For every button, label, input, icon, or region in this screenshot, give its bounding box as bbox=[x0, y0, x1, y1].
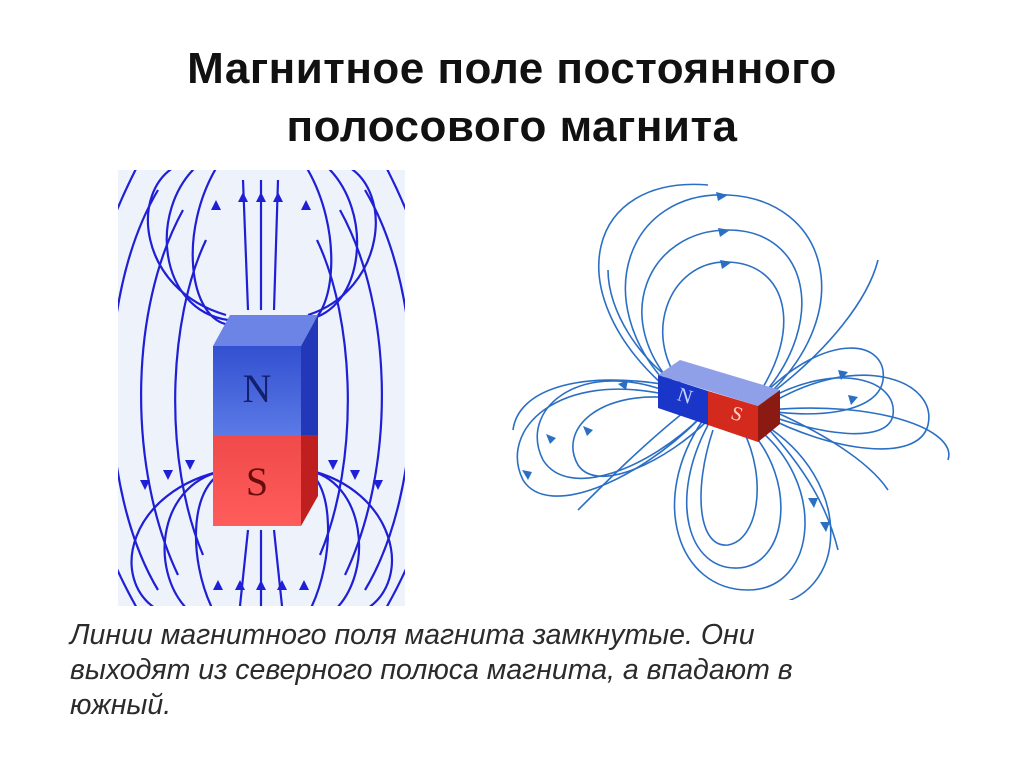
caption-line-1: Линии магнитного поля магнита замкнутые.… bbox=[70, 619, 755, 651]
bar-magnet-field-diagram: N S bbox=[77, 164, 446, 611]
south-pole-label: S bbox=[246, 459, 268, 504]
slide-title-line-1: Магнитное поле постоянного bbox=[187, 44, 837, 93]
field-lines bbox=[77, 164, 446, 611]
3d-magnet-field-diagram: N S bbox=[498, 180, 973, 606]
field-arrows bbox=[140, 192, 383, 590]
bar-magnet-field-svg: N S bbox=[77, 164, 446, 611]
caption-line-3: южный. bbox=[70, 689, 172, 721]
3d-field-lines bbox=[512, 183, 950, 606]
caption-line-2: выходят из северного полюса магнита, а в… bbox=[70, 654, 793, 686]
3d-field-arrows bbox=[522, 192, 858, 532]
slide-title-line-2: полосового магнита bbox=[286, 102, 738, 151]
3d-north-pole-label: N bbox=[675, 384, 696, 409]
3d-bar-magnet: N S bbox=[658, 360, 780, 442]
bar-magnet: N S bbox=[213, 315, 318, 526]
slide-title: Магнитное поле постоянного полосового ма… bbox=[0, 40, 1024, 156]
3d-magnet-field-svg: N S bbox=[512, 183, 950, 606]
north-pole-label: N bbox=[243, 366, 272, 411]
slide-caption: Линии магнитного поля магнита замкнутые.… bbox=[70, 618, 970, 723]
